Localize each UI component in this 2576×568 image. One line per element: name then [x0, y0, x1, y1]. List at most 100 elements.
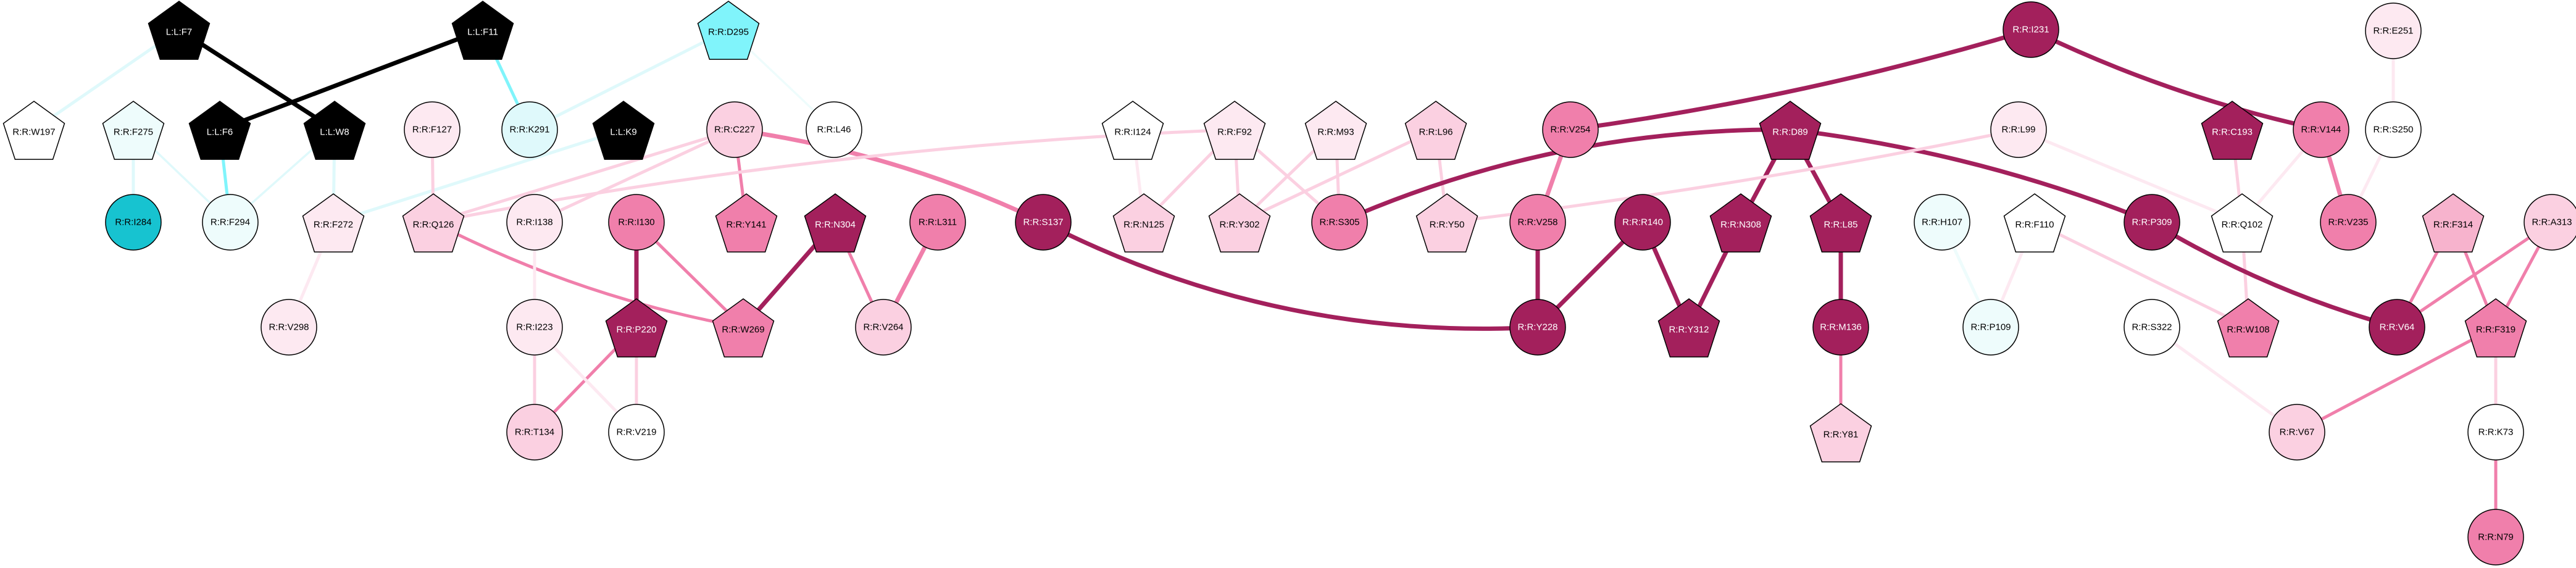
node-RRN125[interactable]: R:R:N125 [1112, 193, 1175, 253]
node-RRR140[interactable]: R:R:R140 [1614, 194, 1671, 251]
node-pentagon-shape [1304, 101, 1367, 160]
node-label: R:R:Q102 [2222, 220, 2263, 230]
node-LLK9[interactable]: L:L:K9 [592, 101, 655, 160]
node-pentagon-shape [697, 1, 760, 60]
node-RRV219[interactable]: R:R:V219 [608, 404, 665, 461]
edge-RRI231-RRV144 [2028, 27, 2324, 132]
node-RRF319[interactable]: R:R:F319 [2464, 298, 2527, 357]
node-pentagon-shape [605, 298, 668, 357]
node-RRI284[interactable]: R:R:I284 [105, 194, 162, 251]
node-RRV254[interactable]: R:R:V254 [1542, 101, 1599, 158]
node-pentagon-shape [1203, 101, 1266, 160]
node-label: R:R:D89 [1772, 127, 1808, 138]
node-RRP220[interactable]: R:R:P220 [605, 298, 668, 357]
node-RRQ102[interactable]: R:R:Q102 [2211, 193, 2274, 253]
node-circle-shape [2320, 194, 2377, 251]
node-pentagon-shape [1101, 101, 1164, 160]
node-RRF314[interactable]: R:R:F314 [2422, 193, 2485, 253]
node-RRV67[interactable]: R:R:V67 [2269, 404, 2325, 461]
node-RRY302[interactable]: R:R:Y302 [1208, 193, 1271, 253]
node-label: R:R:V298 [269, 322, 309, 333]
node-RRL96[interactable]: R:R:L96 [1404, 101, 1467, 160]
node-circle-shape [1614, 194, 1671, 251]
node-circle-shape [1990, 101, 2047, 158]
node-RRP309[interactable]: R:R:P309 [2124, 194, 2180, 251]
node-RRV264[interactable]: R:R:V264 [855, 299, 912, 356]
node-LLF6[interactable]: L:L:F6 [188, 101, 251, 160]
node-RRN308[interactable]: R:R:N308 [1709, 193, 1772, 253]
node-RRM93[interactable]: R:R:M93 [1304, 101, 1367, 160]
node-RRL46[interactable]: R:R:L46 [806, 101, 862, 158]
node-label: R:R:V64 [2380, 322, 2415, 333]
node-RRY312[interactable]: R:R:Y312 [1657, 298, 1720, 357]
node-RRF92[interactable]: R:R:F92 [1203, 101, 1266, 160]
node-RRH107[interactable]: R:R:H107 [1914, 194, 1970, 251]
node-RRS322[interactable]: R:R:S322 [2124, 299, 2180, 356]
node-pentagon-shape [1759, 101, 1822, 160]
node-RRY228[interactable]: R:R:Y228 [1509, 299, 1566, 356]
node-RRL311[interactable]: R:R:L311 [909, 194, 966, 251]
node-RRV298[interactable]: R:R:V298 [261, 299, 317, 356]
node-pentagon-shape [2003, 193, 2066, 253]
node-RRY50[interactable]: R:R:Y50 [1415, 193, 1478, 253]
node-RRC193[interactable]: R:R:C193 [2201, 101, 2264, 160]
node-RRI223[interactable]: R:R:I223 [506, 299, 563, 356]
node-RRI130[interactable]: R:R:I130 [608, 194, 665, 251]
node-circle-shape [2293, 101, 2349, 158]
node-RRV258[interactable]: R:R:V258 [1509, 194, 1566, 251]
node-LLF7[interactable]: L:L:F7 [148, 1, 210, 60]
node-RRW108[interactable]: R:R:W108 [2217, 298, 2280, 357]
node-label: R:R:V264 [863, 322, 903, 333]
node-RRN304[interactable]: R:R:N304 [804, 193, 867, 253]
node-RRS250[interactable]: R:R:S250 [2365, 101, 2422, 158]
node-RRC227[interactable]: R:R:C227 [706, 101, 763, 158]
node-circle-shape [2124, 194, 2180, 251]
node-RRA313[interactable]: R:R:A313 [2524, 194, 2576, 251]
node-label: R:R:L96 [1419, 127, 1453, 138]
node-RRF294[interactable]: R:R:F294 [202, 194, 259, 251]
node-RRV235[interactable]: R:R:V235 [2320, 194, 2377, 251]
node-pentagon-shape [1657, 298, 1720, 357]
node-label: R:R:N79 [2478, 532, 2514, 543]
node-RRI124[interactable]: R:R:I124 [1101, 101, 1164, 160]
node-RRP109[interactable]: R:R:P109 [1962, 299, 2019, 356]
node-RRL99[interactable]: R:R:L99 [1990, 101, 2047, 158]
node-LLF11[interactable]: L:L:F11 [451, 1, 514, 60]
node-RRY81[interactable]: R:R:Y81 [1809, 403, 1872, 462]
node-label: R:R:V235 [2328, 217, 2368, 228]
node-RRF272[interactable]: R:R:F272 [302, 193, 365, 253]
node-pentagon-shape [303, 101, 366, 160]
node-RRK73[interactable]: R:R:K73 [2467, 404, 2524, 461]
node-RRK291[interactable]: R:R:K291 [501, 101, 558, 158]
node-RRF110[interactable]: R:R:F110 [2003, 193, 2066, 253]
node-RRQ126[interactable]: R:R:Q126 [402, 193, 465, 253]
node-RRT134[interactable]: R:R:T134 [506, 404, 563, 461]
node-label: L:L:F11 [467, 27, 498, 38]
node-RRE251[interactable]: R:R:E251 [2365, 2, 2422, 59]
node-RRW197[interactable]: R:R:W197 [2, 101, 65, 160]
node-label: R:R:F92 [1217, 127, 1252, 138]
node-pentagon-shape [2464, 298, 2527, 357]
node-RRW269[interactable]: R:R:W269 [712, 298, 775, 357]
node-LLW8[interactable]: L:L:W8 [303, 101, 366, 160]
node-RRI138[interactable]: R:R:I138 [506, 194, 563, 251]
node-RRS305[interactable]: R:R:S305 [1311, 194, 1368, 251]
edge-RRD89-RRP309 [1788, 127, 2154, 225]
node-RRN79[interactable]: R:R:N79 [2467, 509, 2524, 566]
node-RRD295[interactable]: R:R:D295 [697, 1, 760, 60]
node-RRV64[interactable]: R:R:V64 [2369, 299, 2425, 356]
edge-RRF110-RRW108 [2033, 220, 2250, 329]
node-circle-shape [1914, 194, 1970, 251]
node-RRV144[interactable]: R:R:V144 [2293, 101, 2349, 158]
node-RRD89[interactable]: R:R:D89 [1759, 101, 1822, 160]
node-RRF275[interactable]: R:R:F275 [102, 101, 165, 160]
node-RRI231[interactable]: R:R:I231 [2003, 1, 2059, 58]
node-RRS137[interactable]: R:R:S137 [1015, 194, 1072, 251]
node-label: R:R:Y141 [726, 220, 766, 230]
node-label: R:R:L46 [817, 125, 851, 135]
node-RRM136[interactable]: R:R:M136 [1812, 299, 1869, 356]
node-RRY141[interactable]: R:R:Y141 [715, 193, 778, 253]
node-RRL85[interactable]: R:R:L85 [1809, 193, 1872, 253]
node-RRF127[interactable]: R:R:F127 [404, 101, 461, 158]
node-label: R:R:C227 [714, 125, 755, 135]
